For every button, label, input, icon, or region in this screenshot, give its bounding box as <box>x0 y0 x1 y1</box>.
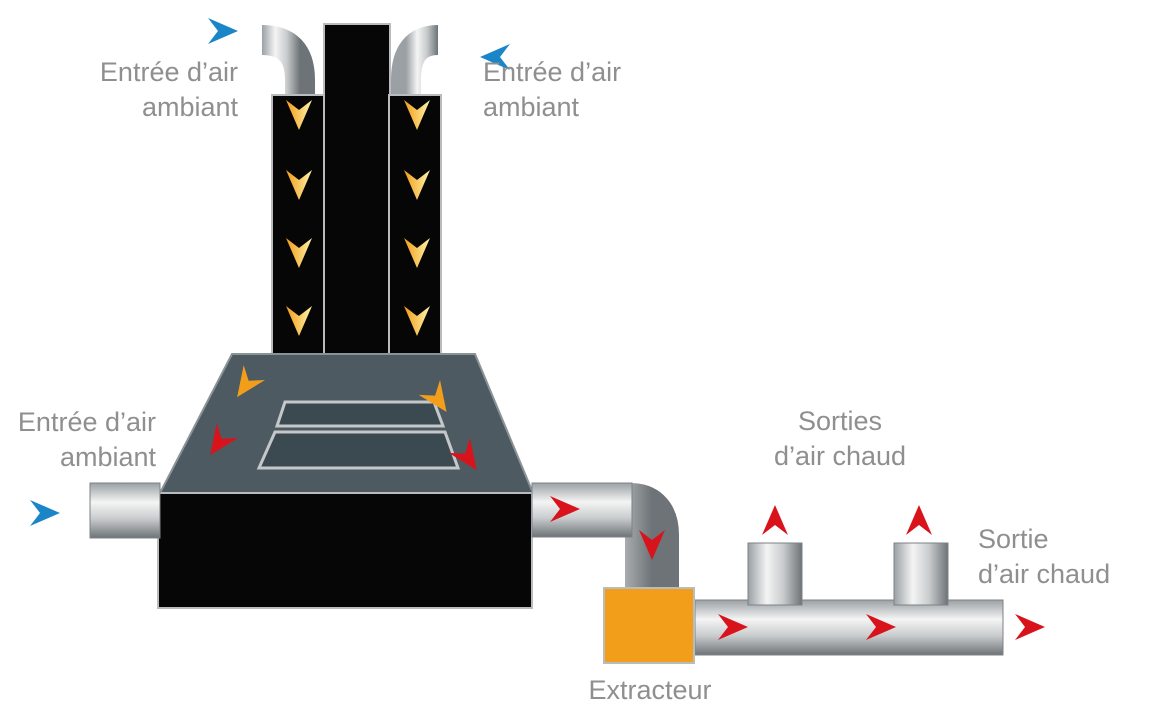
label-hot-outlet: Sortie d’air chaud <box>978 524 1111 589</box>
intake-pipe-left <box>261 25 315 100</box>
side-intake-pipe <box>89 482 161 539</box>
hood-filter-bottom <box>256 430 461 470</box>
label-extractor: Extracteur <box>588 675 712 705</box>
intake-pipe-right <box>391 25 440 100</box>
right-duct <box>388 94 442 376</box>
vertical-outlet-1 <box>747 542 803 606</box>
label-inlet-top-right: Entrée d’air ambiant <box>483 57 622 122</box>
hood-filter-top <box>274 400 446 428</box>
central-flue <box>323 23 391 376</box>
vertical-outlet-2 <box>893 542 949 606</box>
label-inlet-top-left: Entrée d’air ambiant <box>99 57 238 122</box>
label-hot-outlets: Sorties d’air chaud <box>773 406 907 471</box>
hood-base <box>157 492 533 609</box>
extractor-box <box>603 587 695 664</box>
label-inlet-side: Entrée d’air ambiant <box>17 407 156 472</box>
